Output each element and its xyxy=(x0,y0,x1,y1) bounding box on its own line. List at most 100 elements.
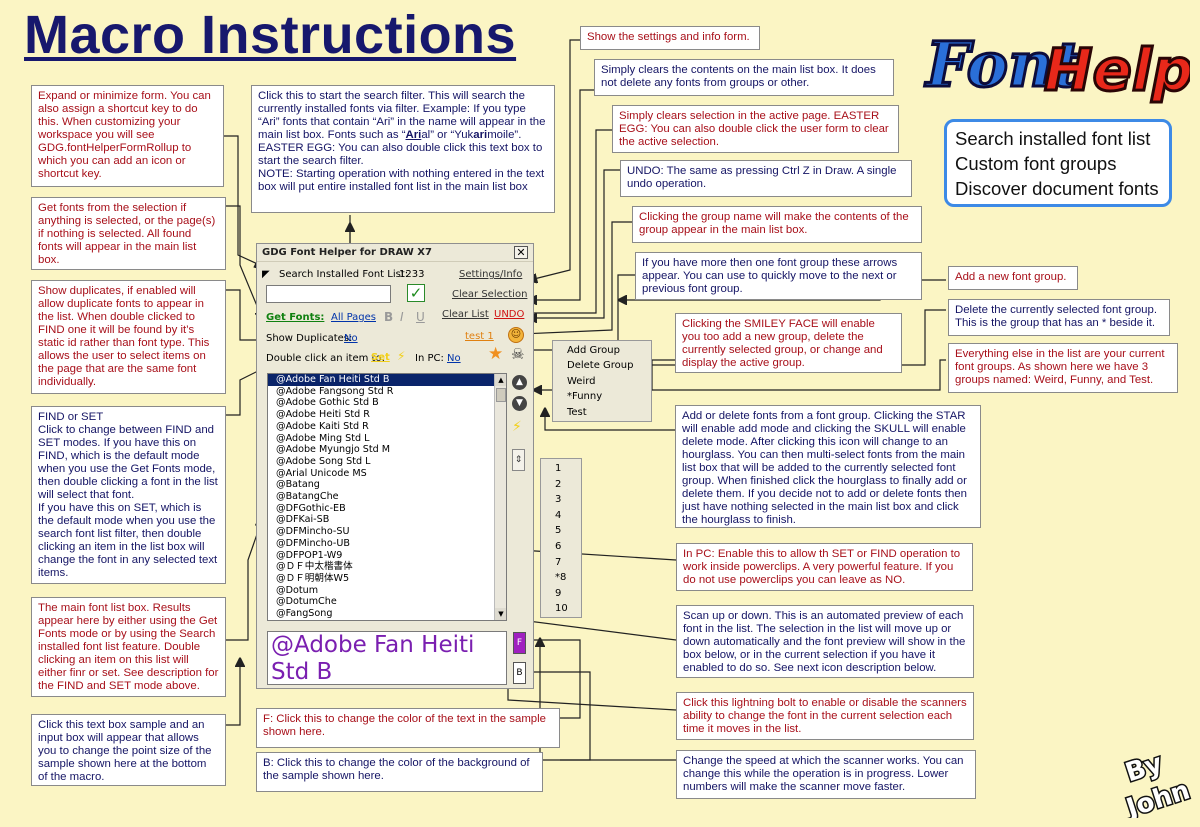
font-helper-window: GDG Font Helper for DRAW X7 ✕ ◤ Search I… xyxy=(256,243,534,689)
note-clear-selection: Simply clears selection in the active pa… xyxy=(612,105,899,153)
group-menu-item[interactable]: Weird xyxy=(567,375,596,387)
speed-item[interactable]: 3 xyxy=(555,494,562,506)
speed-item[interactable]: 2 xyxy=(555,478,562,490)
find-set-toggle[interactable]: Set xyxy=(371,352,390,363)
list-item[interactable]: @Batang xyxy=(276,479,320,491)
speed-item[interactable]: 10 xyxy=(555,603,568,615)
settings-link[interactable]: Settings/Info xyxy=(459,269,523,280)
list-item[interactable]: @BatangChe xyxy=(276,491,339,503)
feature-item: Custom font groups xyxy=(955,153,1117,174)
list-item[interactable]: @Adobe Fan Heiti Std B xyxy=(268,374,506,386)
search-input[interactable] xyxy=(266,285,391,303)
note-smiley: Clicking the SMILEY FACE will enable you… xyxy=(675,313,902,373)
scroll-up-icon[interactable]: ▲ xyxy=(495,374,506,386)
note-expand: Expand or minimize form. You can also as… xyxy=(31,85,224,187)
list-item[interactable]: @DFGothic-EB xyxy=(276,502,346,514)
speed-item[interactable]: 5 xyxy=(555,525,562,537)
show-duplicates-label: Show Duplicates: xyxy=(266,333,353,344)
close-icon[interactable]: ✕ xyxy=(514,246,528,259)
speed-item[interactable]: 9 xyxy=(555,587,562,599)
note-search-part: moile”. EASTER EGG: You can also double … xyxy=(258,129,545,193)
clear-selection-link[interactable]: Clear Selection xyxy=(452,289,528,300)
search-go-check-icon[interactable]: ✓ xyxy=(407,284,425,302)
all-pages-link[interactable]: All Pages xyxy=(331,312,376,323)
list-item[interactable]: @Adobe Myungjo Std M xyxy=(276,444,391,456)
note-lightning: Click this lightning bolt to enable or d… xyxy=(676,692,974,740)
group-menu-item[interactable]: *Funny xyxy=(567,391,603,403)
list-item[interactable]: @DFMincho-SU xyxy=(276,526,350,538)
skull-icon[interactable]: ☠ xyxy=(511,345,525,363)
note-sample: Click this text box sample and an input … xyxy=(31,714,226,786)
scan-down-icon[interactable]: ▼ xyxy=(512,396,527,411)
speed-item[interactable]: 1 xyxy=(555,463,562,474)
list-item[interactable]: @Adobe Gothic Std B xyxy=(276,397,379,409)
note-b-color: B: Click this to change the color of the… xyxy=(256,752,543,792)
list-item[interactable]: @Dotum xyxy=(276,584,319,596)
note-star: Add or delete fonts from a font group. C… xyxy=(675,405,981,528)
get-fonts-button[interactable]: Get Fonts: xyxy=(266,312,325,323)
list-item[interactable]: @Adobe Fangsong Std R xyxy=(276,385,394,397)
group-menu: Add Group Delete Group Weird *Funny Test xyxy=(552,340,652,422)
speed-item[interactable]: 4 xyxy=(555,509,562,521)
smiley-face-icon[interactable]: ☺ xyxy=(508,327,524,343)
speed-dropdown-icon[interactable]: ⇕ xyxy=(512,449,525,471)
feature-list: Search installed font list Custom font g… xyxy=(944,119,1172,207)
group-menu-item[interactable]: Add Group xyxy=(567,345,620,356)
underline-filter[interactable]: U xyxy=(416,310,425,324)
expand-toggle-icon[interactable]: ◤ xyxy=(262,269,270,280)
scroll-down-icon[interactable]: ▼ xyxy=(495,608,506,620)
search-label[interactable]: Search Installed Font List: xyxy=(279,269,409,280)
lightning-small-icon: ⚡ xyxy=(397,349,406,363)
note-arrows: If you have more then one font group the… xyxy=(635,252,922,300)
scan-up-icon[interactable]: ▲ xyxy=(512,375,527,390)
note-settings: Show the settings and info form. xyxy=(580,26,760,50)
note-search-part: al” or “Yuk xyxy=(421,129,474,141)
scroll-thumb[interactable] xyxy=(496,388,506,402)
in-pc-toggle[interactable]: No xyxy=(447,353,461,364)
note-delete-group: Delete the currently selected font group… xyxy=(948,299,1170,336)
font-count: 1233 xyxy=(399,269,425,280)
list-item[interactable]: @FangSong xyxy=(276,608,333,620)
list-item[interactable]: @ＤＦ中太楷書体 xyxy=(276,561,353,573)
list-item[interactable]: @Adobe Song Std L xyxy=(276,455,371,467)
by-john-signature: By John xyxy=(1119,747,1192,818)
note-main-list: The main font list box. Results appear h… xyxy=(31,597,226,697)
note-f-color: F: Click this to change the color of the… xyxy=(256,708,560,748)
list-item[interactable]: @DFPOP1-W9 xyxy=(276,549,343,561)
note-search-emph: ari xyxy=(473,129,488,141)
speed-item[interactable]: 7 xyxy=(555,556,562,568)
double-click-label: Double click an item to: xyxy=(266,353,385,364)
note-clear-list: Simply clears the contents on the main l… xyxy=(594,59,894,96)
list-item[interactable]: @Adobe Ming Std L xyxy=(276,432,370,444)
window-title: GDG Font Helper for DRAW X7 xyxy=(262,247,432,258)
text-color-button[interactable]: F xyxy=(513,632,526,654)
group-menu-item[interactable]: Delete Group xyxy=(567,360,634,372)
list-item[interactable]: @DotumChe xyxy=(276,596,337,608)
speed-item[interactable]: 6 xyxy=(555,540,562,552)
list-item[interactable]: @ＤＦ明朝体W5 xyxy=(276,572,350,584)
list-scrollbar[interactable]: ▲ ▼ xyxy=(494,374,506,620)
undo-link[interactable]: UNDO xyxy=(494,309,525,320)
star-icon[interactable]: ★ xyxy=(488,344,504,364)
list-item[interactable]: @DFMincho-UB xyxy=(276,537,350,549)
note-group-name: Clicking the group name will make the co… xyxy=(632,206,922,243)
bold-filter[interactable]: B xyxy=(384,310,394,324)
speed-item[interactable]: *8 xyxy=(555,572,567,584)
italic-filter[interactable]: I xyxy=(400,310,404,324)
note-scan: Scan up or down. This is an automated pr… xyxy=(676,605,974,678)
background-color-button[interactable]: B xyxy=(513,662,526,684)
list-item[interactable]: @Adobe Heiti Std R xyxy=(276,409,370,421)
clear-list-link[interactable]: Clear List xyxy=(442,309,489,320)
list-item[interactable]: @Arial Unicode MS xyxy=(276,467,367,479)
list-item[interactable]: @DFKai-SB xyxy=(276,514,330,526)
main-font-list[interactable]: @Adobe Fan Heiti Std B@Adobe Fangsong St… xyxy=(267,373,507,621)
group-menu-item[interactable]: Test xyxy=(567,406,587,418)
svg-text:Font: Font xyxy=(924,28,1082,101)
window-title-bar: GDG Font Helper for DRAW X7 ✕ xyxy=(257,244,533,262)
scanner-lightning-icon[interactable]: ⚡ xyxy=(512,419,522,435)
font-sample-preview[interactable]: @Adobe Fan Heiti Std B xyxy=(267,631,507,685)
list-item[interactable]: @Adobe Kaiti Std R xyxy=(276,420,369,432)
note-search-part: Click this to start the search filter. T… xyxy=(258,90,546,141)
group-name-link[interactable]: test 1 xyxy=(465,331,494,342)
show-duplicates-toggle[interactable]: No xyxy=(344,333,358,344)
